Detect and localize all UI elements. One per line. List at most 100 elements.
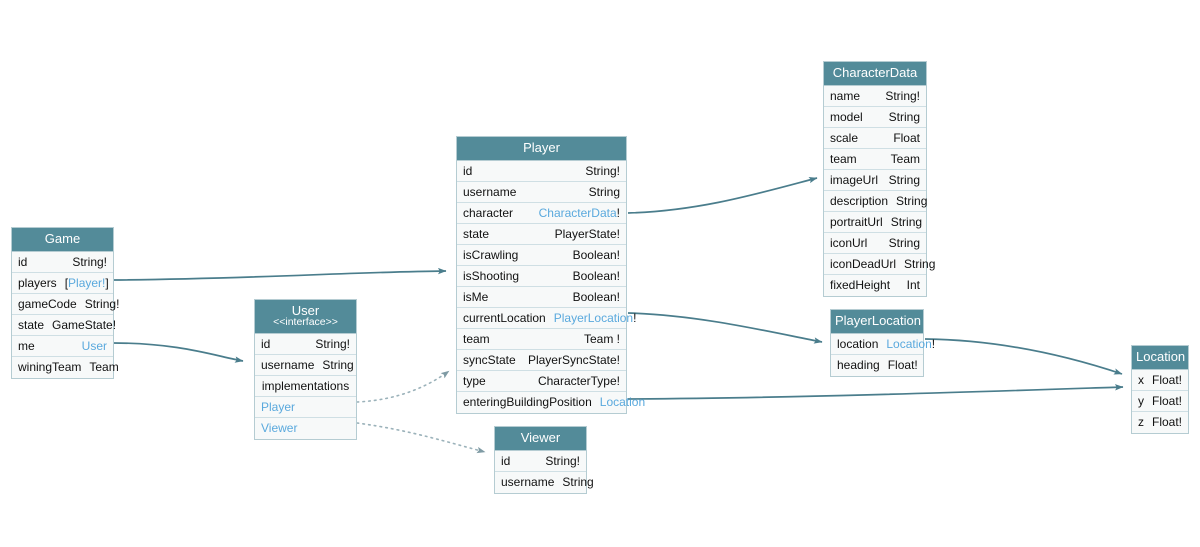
field-name: id <box>501 453 511 468</box>
implementation-viewer[interactable]: Viewer <box>255 417 356 439</box>
entity-location[interactable]: Location x Float! y Float! z Float! <box>1131 345 1189 434</box>
field-type: Team <box>89 360 119 375</box>
table-row[interactable]: character CharacterData! <box>457 202 626 224</box>
field-type: User <box>81 338 107 353</box>
field-type: Location! <box>886 336 936 351</box>
field-name: z <box>1138 415 1144 430</box>
entity-user-title: User <<interface>> <box>255 300 356 334</box>
field-type: GameState! <box>52 317 117 332</box>
field-name: location <box>837 336 879 351</box>
field-name: type <box>463 373 486 388</box>
field-type: String! <box>84 296 120 311</box>
field-type: String <box>322 357 354 372</box>
table-row[interactable]: isMe Boolean! <box>457 286 626 308</box>
field-type: Boolean! <box>572 268 620 283</box>
entity-characterdata[interactable]: CharacterData name String! model String … <box>823 61 935 297</box>
table-row[interactable]: username String <box>255 354 356 376</box>
edge-user-viewer-impl <box>356 422 486 454</box>
table-row[interactable]: id String! <box>457 160 626 182</box>
table-row[interactable]: gameCode String! <box>12 293 119 315</box>
table-row[interactable]: team Team ! <box>457 328 626 350</box>
entity-viewer[interactable]: Viewer id String! username String <box>494 426 594 494</box>
table-row[interactable]: type CharacterType! <box>457 370 626 392</box>
field-name: description <box>830 193 889 208</box>
field-name: scale <box>830 130 859 145</box>
field-name: me <box>18 338 35 353</box>
table-row[interactable]: description String <box>824 190 927 212</box>
field-name: state <box>18 317 45 332</box>
table-row[interactable]: model String <box>824 106 926 128</box>
entity-playerlocation[interactable]: PlayerLocation location Location! headin… <box>830 309 935 377</box>
table-row[interactable]: portraitUrl String <box>824 211 926 233</box>
field-name: gameCode <box>18 296 77 311</box>
table-row[interactable]: username String <box>495 471 594 493</box>
field-name: portraitUrl <box>830 214 883 229</box>
table-row[interactable]: team Team <box>824 148 926 170</box>
field-name: y <box>1138 393 1144 408</box>
field-name: isCrawling <box>463 247 519 262</box>
table-row[interactable]: iconDeadUrl String <box>824 253 935 275</box>
edge-game-players-to-player <box>112 267 447 281</box>
field-name: username <box>501 475 555 490</box>
field-type: Int <box>906 278 920 293</box>
table-row[interactable]: heading Float! <box>831 354 923 376</box>
table-row[interactable]: me User <box>12 335 113 357</box>
edge-playerlocation-location-to-location <box>924 338 1123 375</box>
field-name: x <box>1138 372 1144 387</box>
table-row[interactable]: enteringBuildingPosition Location <box>457 391 645 413</box>
table-row[interactable]: syncState PlayerSyncState! <box>457 349 626 371</box>
table-row[interactable]: id String! <box>495 450 586 472</box>
edge-player-character-to-characterdata <box>627 176 818 214</box>
field-type: Boolean! <box>572 247 620 262</box>
field-type: CharacterType! <box>537 373 620 388</box>
field-name: players <box>18 275 57 290</box>
table-row[interactable]: imageUrl String <box>824 169 926 191</box>
table-row[interactable]: isShooting Boolean! <box>457 265 626 287</box>
table-row[interactable]: state PlayerState! <box>457 223 626 245</box>
entity-game[interactable]: Game id String! players [Player!] gameCo… <box>11 227 119 379</box>
entity-viewer-title: Viewer <box>495 427 586 451</box>
edge-player-currentlocation-to-playerlocation <box>627 312 823 344</box>
entity-user-stereotype: <<interface>> <box>273 315 338 328</box>
implementation-player[interactable]: Player <box>255 396 356 418</box>
table-row[interactable]: z Float! <box>1132 411 1188 433</box>
field-type: Location <box>599 395 646 410</box>
field-name: fixedHeight <box>830 278 891 293</box>
field-name: winingTeam <box>18 360 82 375</box>
field-type: Float <box>893 130 920 145</box>
table-row[interactable]: username String <box>457 181 626 203</box>
field-name: enteringBuildingPosition <box>463 395 592 410</box>
field-name: isShooting <box>463 268 520 283</box>
field-type: String <box>888 109 920 124</box>
field-type: Boolean! <box>572 289 620 304</box>
field-type: String! <box>72 254 107 269</box>
entity-user[interactable]: User <<interface>> id String! username S… <box>254 299 357 440</box>
table-row[interactable]: isCrawling Boolean! <box>457 244 626 266</box>
entity-player[interactable]: Player id String! username String charac… <box>456 136 645 414</box>
table-row[interactable]: players [Player!] <box>12 272 113 294</box>
field-type: Float! <box>1152 372 1183 387</box>
table-row[interactable]: id String! <box>12 251 113 273</box>
field-name: character <box>463 205 514 220</box>
table-row[interactable]: winingTeam Team <box>12 356 119 378</box>
field-type: Team ! <box>583 331 620 346</box>
entity-playerlocation-title: PlayerLocation <box>831 310 923 334</box>
table-row[interactable]: state GameState! <box>12 314 117 336</box>
table-row[interactable]: y Float! <box>1132 390 1188 412</box>
entity-player-title: Player <box>457 137 626 161</box>
table-row[interactable]: name String! <box>824 85 926 107</box>
field-type: String <box>904 256 936 271</box>
table-row[interactable]: iconUrl String <box>824 232 926 254</box>
field-name: id <box>463 163 473 178</box>
table-row[interactable]: x Float! <box>1132 369 1188 391</box>
field-type: PlayerLocation! <box>553 310 637 325</box>
table-row[interactable]: scale Float <box>824 127 926 149</box>
table-row[interactable]: location Location! <box>831 333 935 355</box>
table-row[interactable]: id String! <box>255 333 356 355</box>
table-row[interactable]: currentLocation PlayerLocation! <box>457 307 636 329</box>
field-name: team <box>830 151 857 166</box>
table-row[interactable]: fixedHeight Int <box>824 274 926 296</box>
field-name: model <box>830 109 863 124</box>
entity-user-name: User <box>291 303 320 318</box>
